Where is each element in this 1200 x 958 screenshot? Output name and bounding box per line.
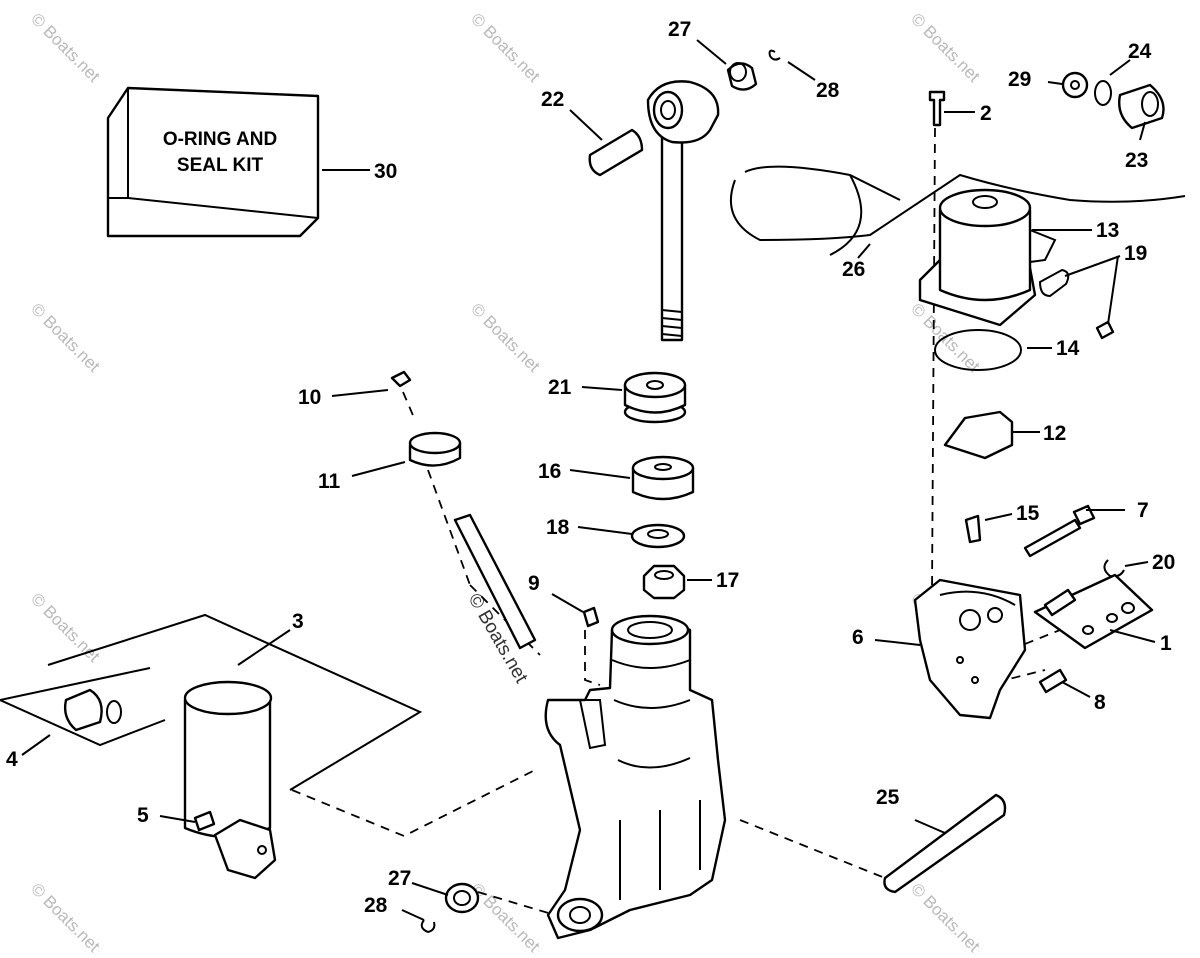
watermark: © Boats.net: [467, 9, 544, 86]
cover-12: [943, 410, 1014, 460]
callout-24: 24: [1128, 40, 1152, 63]
callouts: 1 2 3 4 5 6 7 8 9 10 11 12 13 14 15 16 1…: [6, 18, 1175, 917]
cap-21: [623, 371, 687, 424]
pin-22: [588, 128, 644, 177]
fitting-23: [1118, 83, 1165, 130]
watermark: © Boats.net: [907, 879, 984, 956]
callout-18: 18: [546, 516, 570, 539]
watermark: © Boats.net: [27, 299, 104, 376]
tilt-rod: [646, 80, 720, 342]
o-ring-14: [934, 329, 1022, 371]
callout-6: 6: [852, 626, 864, 649]
callout-23: 23: [1125, 149, 1148, 172]
callout-8: 8: [1094, 691, 1106, 714]
motor-13: [730, 165, 1186, 327]
callout-30: 30: [374, 160, 397, 183]
callout-22: 22: [541, 88, 564, 111]
kit-label-line1: O-RING AND: [163, 129, 277, 150]
washer-18: [630, 523, 686, 549]
callout-11: 11: [318, 470, 341, 493]
watermark: © Boats.net: [467, 299, 544, 376]
o-ring-24: [1094, 80, 1112, 106]
valve-insert: [1043, 588, 1077, 617]
seal-4: [63, 688, 122, 732]
reservoir-3: [0, 613, 423, 880]
callout-13: 13: [1096, 219, 1119, 242]
callout-21: 21: [548, 376, 572, 399]
clip-28-bottom: [420, 919, 436, 934]
callout-7: 7: [1137, 499, 1149, 522]
clip-28-top: [768, 49, 781, 61]
tube: [453, 513, 537, 650]
valve-11: [408, 431, 462, 467]
main-housing: [544, 614, 727, 940]
kit-label-line2: SEAL KIT: [177, 155, 264, 176]
bushing-27-top: [726, 62, 758, 91]
screw-19: [1095, 320, 1115, 340]
callout-5: 5: [137, 804, 149, 827]
watermark: © Boats.net: [27, 879, 104, 956]
callout-17: 17: [716, 569, 739, 592]
callout-3: 3: [292, 610, 304, 633]
retaining-ring-20: [1103, 559, 1125, 578]
callout-29: 29: [1008, 68, 1031, 91]
screw-2: [928, 90, 946, 127]
callout-20: 20: [1152, 551, 1175, 574]
callout-10: 10: [298, 386, 321, 409]
callout-16: 16: [538, 460, 561, 483]
alignment-lines: [291, 127, 1061, 916]
callout-14: 14: [1056, 337, 1080, 360]
callout-27-top: 27: [668, 18, 691, 41]
callout-25: 25: [876, 786, 900, 809]
pin-25: [883, 793, 1007, 894]
screw-10: [390, 370, 412, 388]
watermark: © Boats.net: [467, 879, 544, 956]
gasket-1: [1033, 573, 1154, 650]
ground-lead-19: [1038, 268, 1070, 298]
callout-1: 1: [1160, 632, 1172, 655]
cap-29: [1061, 71, 1089, 99]
watermark: © Boats.net: [907, 9, 984, 86]
piston-16: [631, 455, 695, 501]
callout-28-bottom: 28: [364, 894, 388, 917]
watermark: © Boats.net: [27, 589, 104, 666]
seal-kit-box: O-RING AND SEAL KIT: [106, 86, 320, 238]
nut-17: [642, 564, 686, 600]
watermark: © Boats.net: [27, 9, 104, 86]
callout-4: 4: [6, 748, 18, 771]
plug-9: [582, 606, 600, 628]
callout-2: 2: [980, 102, 992, 125]
bolt-7: [1023, 518, 1082, 558]
callout-12: 12: [1043, 422, 1066, 445]
callout-19: 19: [1124, 242, 1147, 265]
bushing-27-bottom: [444, 882, 480, 914]
screw-8: [1038, 668, 1068, 694]
screw-5: [193, 810, 216, 832]
screw-15: [964, 514, 982, 544]
callout-15: 15: [1016, 502, 1040, 525]
pump-6: [913, 578, 1027, 720]
callout-9: 9: [528, 572, 540, 595]
callout-28-top: 28: [816, 79, 840, 102]
callout-27-bottom: 27: [388, 867, 411, 890]
callout-26: 26: [842, 258, 865, 281]
leader-lines: [21, 39, 1156, 921]
